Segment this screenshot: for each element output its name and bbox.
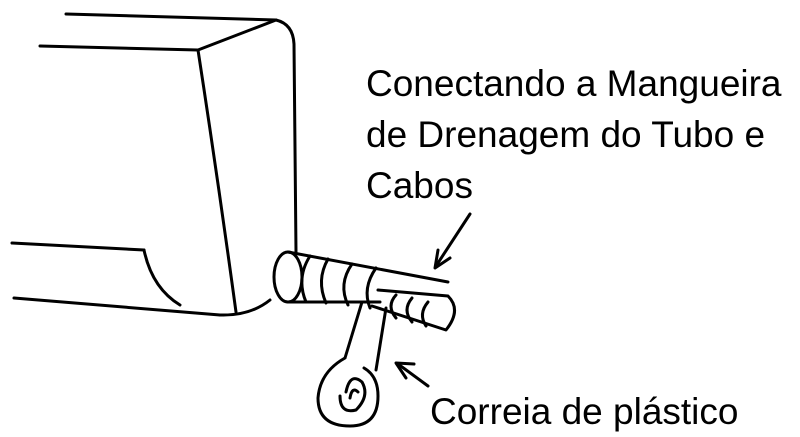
indoor-unit-body	[10, 12, 298, 317]
arrowhead-tube	[433, 248, 452, 270]
plastic-strap-label: Correia de plástico	[430, 391, 739, 432]
arrowhead-strap	[394, 361, 416, 380]
hose-connection-label: Conectando a Mangueira de Drenagem do Tu…	[366, 58, 782, 211]
hose-connection-label-line2: de Drenagem do Tubo e	[366, 114, 766, 155]
hose-connection-label-line1: Conectando a Mangueira	[366, 63, 782, 104]
hose-connection-label-line3: Cabos	[366, 165, 473, 206]
arrow-to-tube	[434, 212, 472, 268]
tube-bundle	[272, 250, 456, 332]
pointer-arrows	[394, 212, 472, 388]
arrow-to-strap	[396, 362, 430, 388]
plastic-strap	[316, 300, 388, 428]
